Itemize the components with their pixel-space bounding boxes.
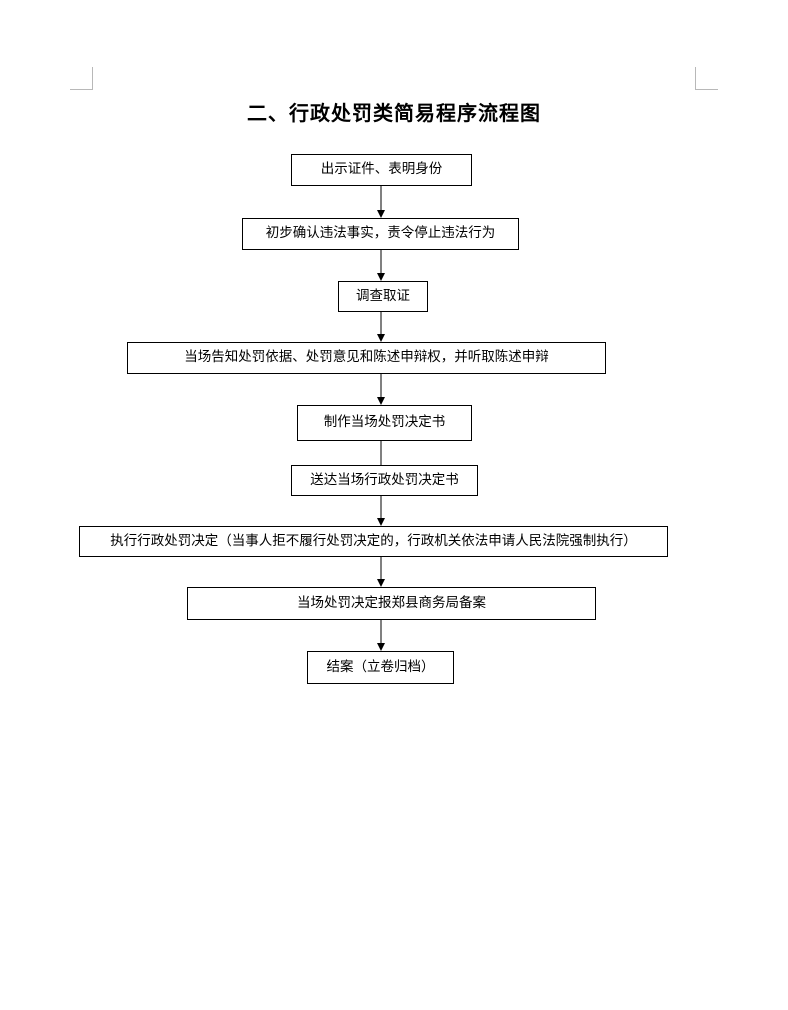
step-show-credentials: 出示证件、表明身份 [291,154,472,186]
flowchart-title: 二、行政处罚类简易程序流程图 [247,101,541,125]
step-investigate-evidence: 调查取证 [338,281,428,312]
step-notify-and-hear-defense: 当场告知处罚依据、处罚意见和陈述申辩权，并听取陈述申辩 [127,342,606,374]
step-confirm-violation: 初步确认违法事实，责令停止违法行为 [242,218,519,250]
step-execute-decision: 执行行政处罚决定（当事人拒不履行处罚决定的，行政机关依法申请人民法院强制执行） [79,526,668,557]
step-deliver-decision: 送达当场行政处罚决定书 [291,465,478,496]
step-file-for-record: 当场处罚决定报郑县商务局备案 [187,587,596,620]
page-corner-mark-top-left [70,67,93,90]
page-corner-mark-top-right [695,67,718,90]
step-make-decision-document: 制作当场处罚决定书 [297,405,472,441]
step-close-case: 结案（立卷归档） [307,651,454,684]
